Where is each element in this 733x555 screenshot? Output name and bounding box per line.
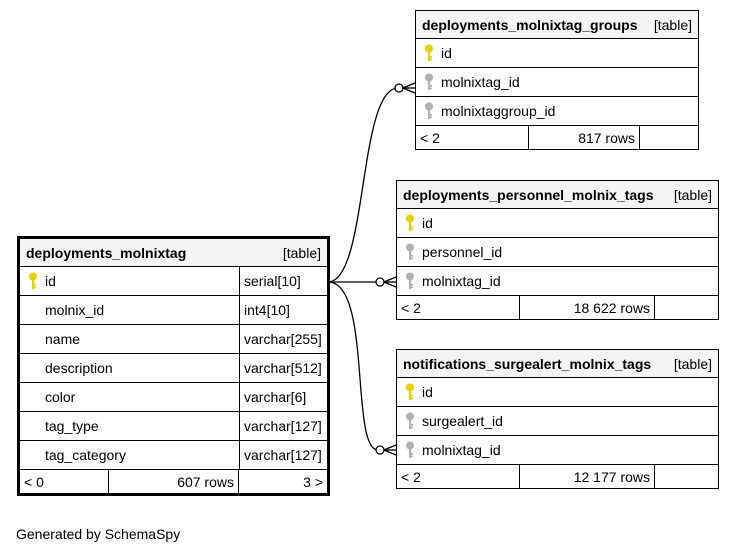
column-name: molnixtag_id	[422, 273, 501, 289]
column-name: tag_type	[45, 418, 99, 434]
table-type-label: [table]	[653, 16, 692, 33]
edge-end-circle	[394, 83, 404, 93]
table-type-label: [table]	[673, 355, 712, 372]
foreign-key-icon	[403, 272, 417, 290]
column-name: id	[422, 215, 433, 231]
table-notifications-surgealert-molnix-tags[interactable]: notifications_surgealert_molnix_tags [ta…	[396, 349, 719, 489]
primary-key-icon	[403, 383, 417, 401]
column-type: varchar[127]	[239, 441, 327, 469]
footer-row-count: 817 rows	[528, 126, 640, 149]
primary-key-icon	[26, 272, 40, 290]
table-name: deployments_molnixtag_groups	[422, 16, 638, 33]
foreign-key-icon	[403, 412, 417, 430]
table-name: deployments_molnixtag	[26, 244, 187, 261]
table-deployments-personnel-molnix-tags[interactable]: deployments_personnel_molnix_tags [table…	[396, 180, 719, 320]
edge-end-circle	[375, 445, 385, 455]
column-name: molnixtag_id	[422, 442, 501, 458]
column-row[interactable]: molnixtag_id	[416, 68, 698, 97]
generated-by-text: Generated by SchemaSpy	[16, 526, 181, 542]
column-name: tag_category	[45, 447, 126, 463]
foreign-key-icon	[403, 441, 417, 459]
primary-key-icon	[422, 44, 436, 62]
column-row[interactable]: molnix_id int4[10]	[20, 296, 327, 325]
foreign-key-icon	[422, 102, 436, 120]
table-footer: < 0 607 rows 3 >	[20, 470, 327, 493]
footer-children: 3 >	[303, 473, 323, 490]
table-header: notifications_surgealert_molnix_tags [ta…	[397, 350, 718, 378]
footer-parents: < 0	[24, 473, 44, 490]
table-header: deployments_personnel_molnix_tags [table…	[397, 181, 718, 209]
footer-children	[655, 296, 718, 319]
column-name: personnel_id	[422, 244, 503, 260]
column-row[interactable]: description varchar[512]	[20, 354, 327, 383]
footer-row-count: 607 rows	[108, 470, 239, 493]
edge-molnixtag-groups	[327, 87, 399, 283]
table-type-label: [table]	[282, 244, 321, 261]
column-type: varchar[6]	[239, 383, 327, 411]
table-deployments-molnixtag-groups[interactable]: deployments_molnixtag_groups [table] id m…	[415, 10, 699, 150]
column-name: molnixtaggroup_id	[441, 103, 556, 119]
column-name: surgealert_id	[422, 413, 503, 429]
column-row[interactable]: molnixtaggroup_id	[416, 97, 698, 126]
column-type: varchar[512]	[239, 354, 327, 382]
table-footer: < 2 12 177 rows	[397, 465, 718, 488]
table-type-label: [table]	[673, 186, 712, 203]
column-row[interactable]: id	[397, 209, 718, 238]
primary-key-icon	[403, 214, 417, 232]
foreign-key-icon	[403, 243, 417, 261]
column-row[interactable]: molnixtag_id	[397, 267, 718, 296]
column-name: color	[45, 389, 76, 405]
table-name: deployments_personnel_molnix_tags	[403, 186, 654, 203]
column-name: id	[422, 384, 433, 400]
column-row[interactable]: tag_category varchar[127]	[20, 441, 327, 470]
edge-end-circle	[375, 277, 385, 287]
column-row[interactable]: surgealert_id	[397, 407, 718, 436]
footer-row-count: 12 177 rows	[519, 465, 655, 488]
footer-parents: < 2	[420, 129, 440, 146]
footer-parents: < 2	[401, 299, 421, 316]
column-type: serial[10]	[239, 267, 327, 295]
table-header: deployments_molnixtag_groups [table]	[416, 11, 698, 39]
column-row[interactable]: id	[397, 378, 718, 407]
column-row[interactable]: molnixtag_id	[397, 436, 718, 465]
column-name: molnixtag_id	[441, 74, 520, 90]
footer-parents: < 2	[401, 468, 421, 485]
footer-children	[655, 465, 718, 488]
column-name: name	[45, 331, 81, 347]
table-header: deployments_molnixtag [table]	[20, 239, 327, 267]
table-footer: < 2 18 622 rows	[397, 296, 718, 319]
column-name: id	[45, 273, 56, 289]
table-deployments-molnixtag[interactable]: deployments_molnixtag [table] id serial[1…	[17, 236, 330, 496]
column-name: description	[45, 360, 113, 376]
column-row[interactable]: color varchar[6]	[20, 383, 327, 412]
column-type: int4[10]	[239, 296, 327, 324]
column-type: varchar[127]	[239, 412, 327, 440]
column-type: varchar[255]	[239, 325, 327, 353]
foreign-key-icon	[422, 73, 436, 91]
edge-surgealert-molnix-tags	[327, 281, 379, 451]
footer-row-count: 18 622 rows	[519, 296, 655, 319]
footer-children	[640, 126, 698, 149]
column-row[interactable]: name varchar[255]	[20, 325, 327, 354]
table-footer: < 2 817 rows	[416, 126, 698, 149]
column-row[interactable]: id	[416, 39, 698, 68]
column-name: molnix_id	[45, 302, 105, 318]
column-name: id	[441, 45, 452, 61]
column-row[interactable]: personnel_id	[397, 238, 718, 267]
column-row[interactable]: id serial[10]	[20, 267, 327, 296]
column-row[interactable]: tag_type varchar[127]	[20, 412, 327, 441]
table-name: notifications_surgealert_molnix_tags	[403, 355, 652, 372]
